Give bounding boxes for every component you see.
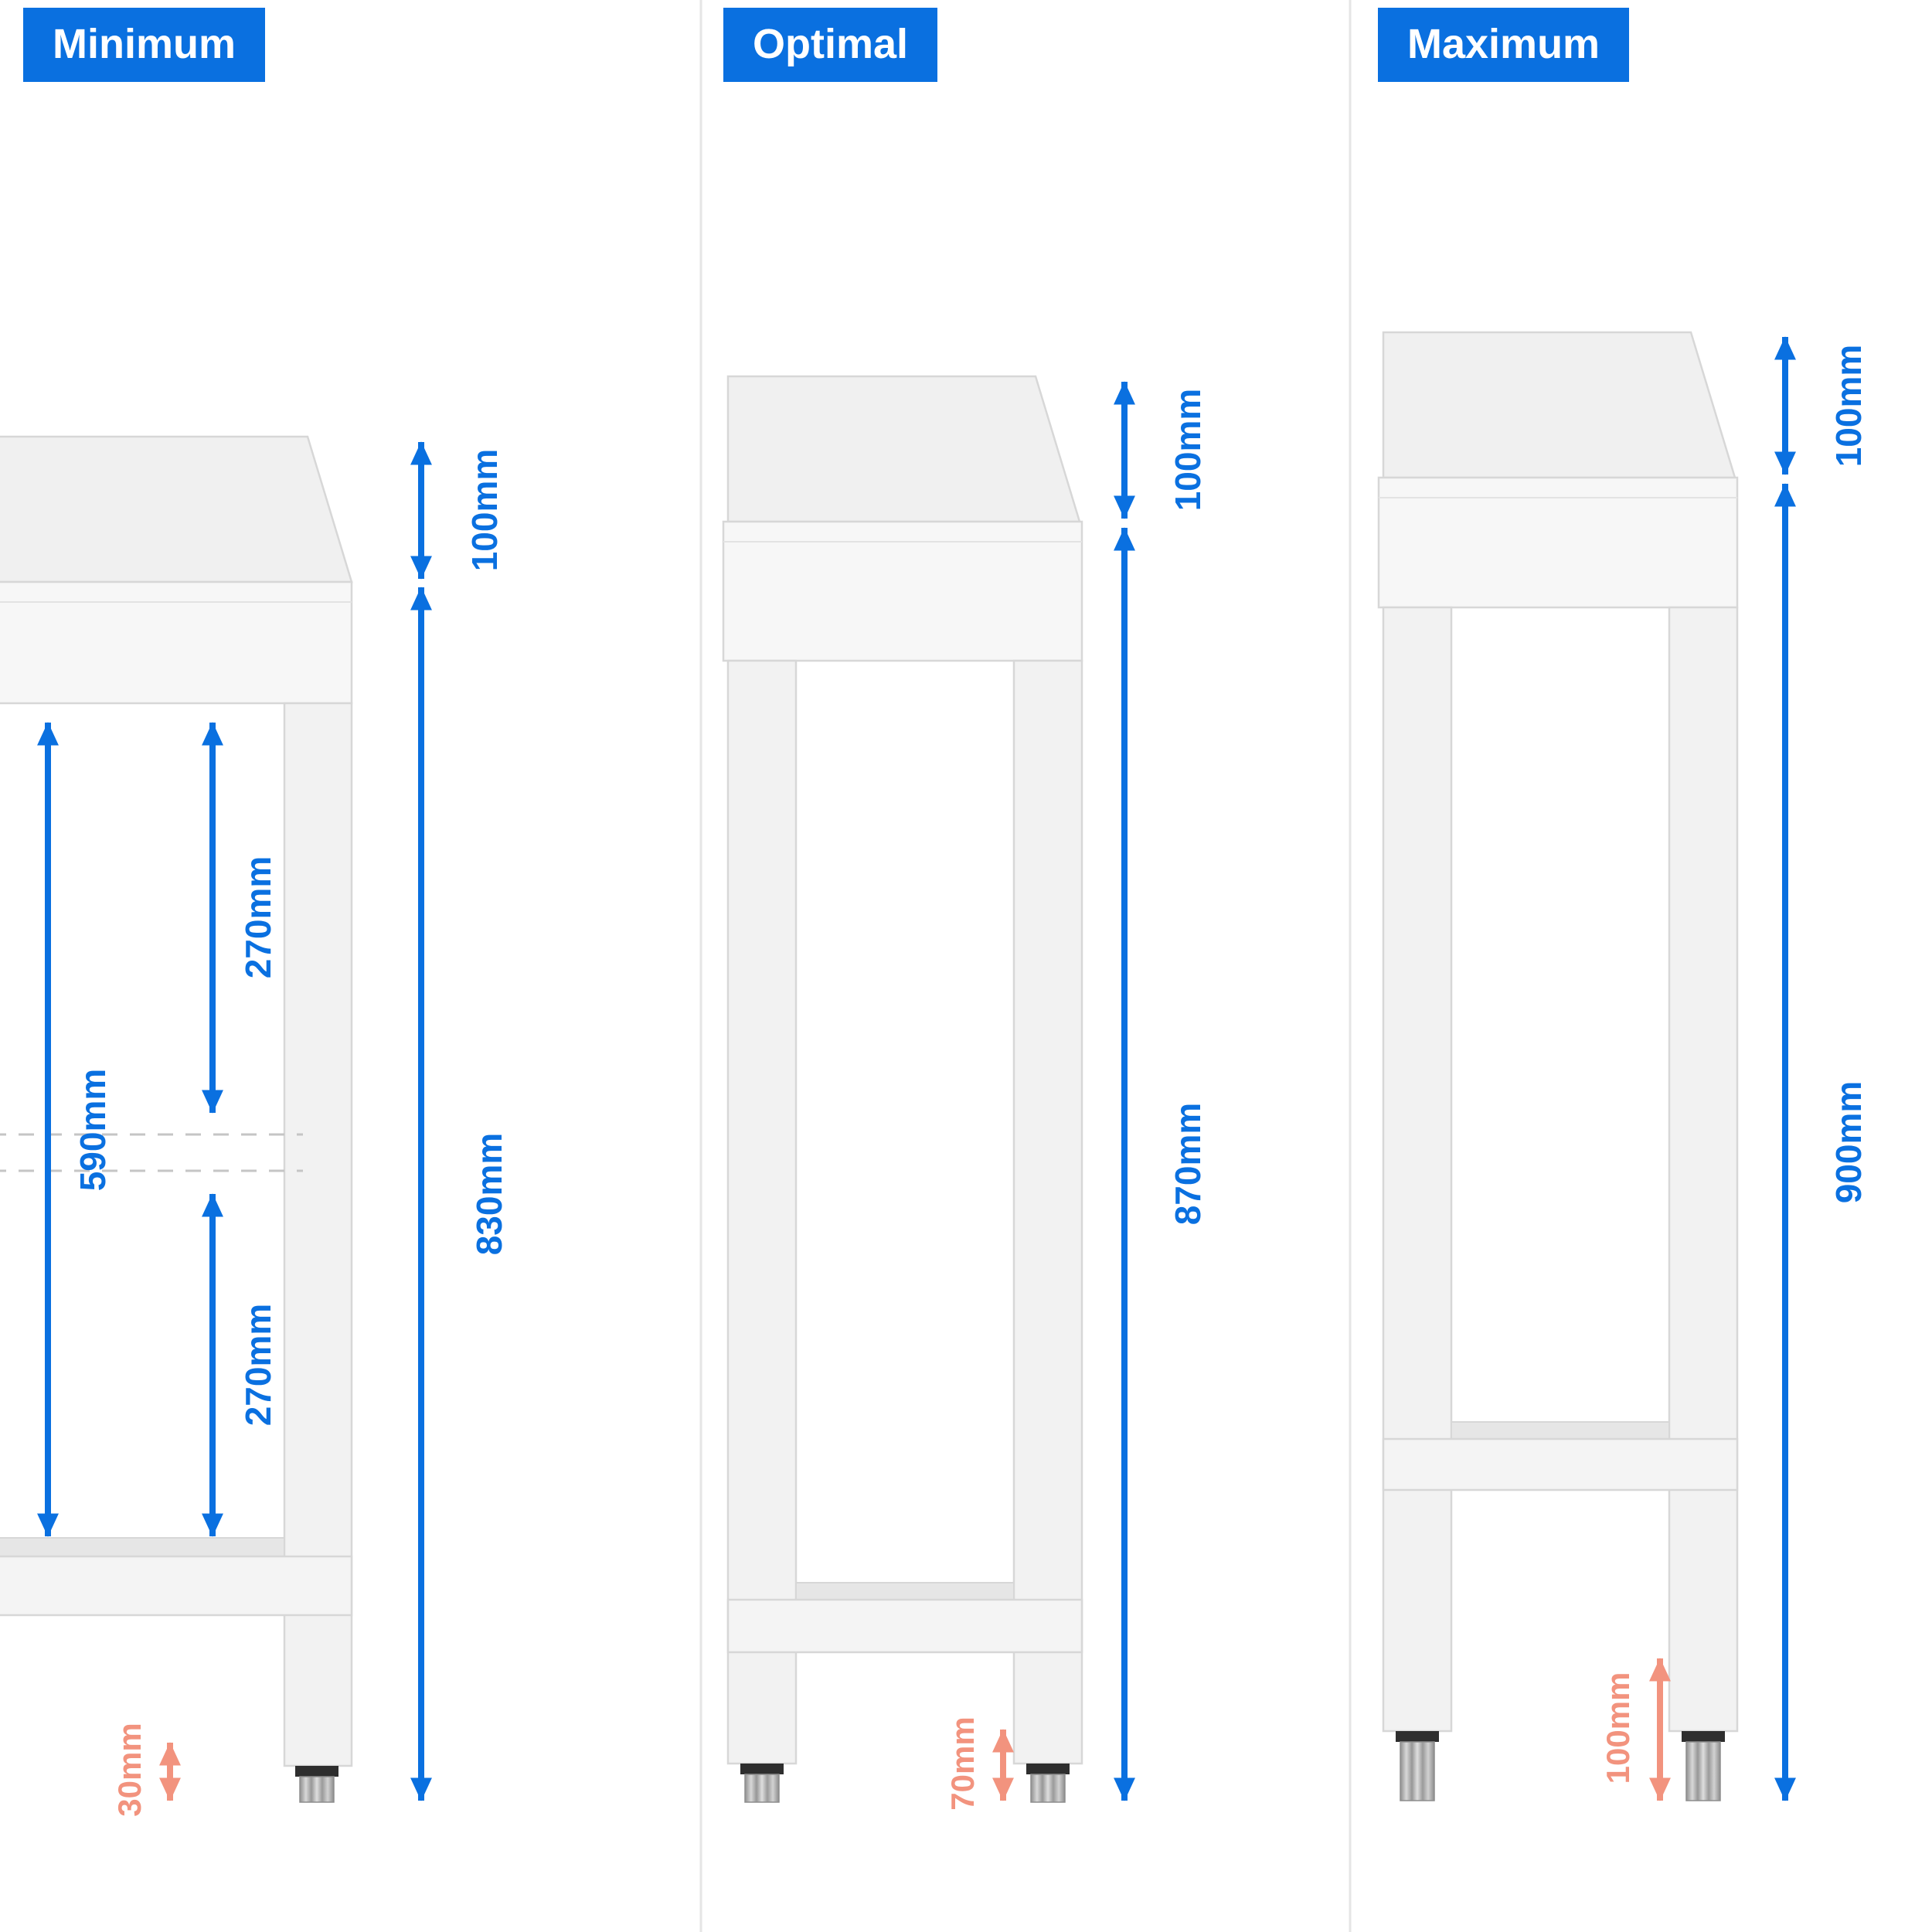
- panel-title-optimal: Optimal: [753, 21, 909, 67]
- dim-label-total-maximum: 900mm: [1828, 1080, 1869, 1204]
- shelf-surface-maximum: [1451, 1421, 1670, 1440]
- backsplash-minimum: [0, 435, 353, 583]
- shelf-front-optimal: [726, 1598, 1083, 1654]
- front-adjustable-foot-optimal: [1030, 1774, 1066, 1803]
- worktop-optimal: [722, 520, 1083, 662]
- dimension-arrows-maximum: [1649, 336, 1796, 1801]
- rear-adjustable-foot-optimal: [744, 1774, 780, 1803]
- panel-title-minimum: Minimum: [53, 21, 236, 67]
- front-adjustable-foot-maximum: [1685, 1741, 1721, 1801]
- dimension-arrows-optimal: [992, 381, 1135, 1801]
- table-diagram-minimum: [0, 435, 353, 1803]
- dim-label-foot-minimum: 30mm: [111, 1723, 148, 1817]
- adjustable-foot-minimum: [299, 1776, 335, 1803]
- worktop-minimum: [0, 580, 353, 705]
- dim-label-foot-maximum: 100mm: [1600, 1672, 1636, 1784]
- dim-label-backsplash-maximum: 100mm: [1828, 344, 1869, 468]
- shelf-surface-optimal: [795, 1582, 1015, 1600]
- rear-leg-optimal: [726, 659, 798, 1765]
- dim-label-interior-total-minimum: 590mm: [73, 1068, 113, 1192]
- front-leg-maximum: [1668, 606, 1739, 1733]
- dim-label-total-minimum: 830mm: [469, 1132, 509, 1256]
- panel-header-optimal: Optimal: [723, 8, 938, 82]
- front-foot-cap-maximum: [1682, 1731, 1725, 1742]
- front-foot-cap-optimal: [1026, 1764, 1070, 1774]
- rear-foot-cap-maximum: [1396, 1731, 1439, 1742]
- backsplash-optimal: [726, 375, 1081, 523]
- worktop-maximum: [1377, 476, 1739, 609]
- dim-label-interior-upper-minimum: 270mm: [238, 855, 278, 979]
- rear-foot-cap-optimal: [740, 1764, 784, 1774]
- dim-label-interior-lower-minimum: 270mm: [238, 1303, 278, 1427]
- table-diagram-optimal: [722, 375, 1083, 1803]
- panel-header-maximum: Maximum: [1378, 8, 1630, 82]
- panel-header-minimum: Minimum: [23, 8, 265, 82]
- dim-label-total-optimal: 870mm: [1168, 1102, 1208, 1226]
- dimension-arrows-minimum: [37, 441, 432, 1801]
- backsplash-maximum: [1382, 331, 1736, 479]
- dim-label-backsplash-optimal: 100mm: [1168, 388, 1208, 512]
- shelf-front-maximum: [1382, 1437, 1739, 1492]
- rear-leg-maximum: [1382, 606, 1453, 1733]
- dim-label-foot-optimal: 70mm: [944, 1716, 981, 1811]
- shelf-front-minimum: [0, 1555, 353, 1617]
- dim-label-backsplash-minimum: 100mm: [464, 448, 505, 572]
- table-diagram-maximum: [1377, 331, 1739, 1801]
- panel-title-maximum: Maximum: [1407, 21, 1600, 67]
- rear-adjustable-foot-maximum: [1400, 1741, 1435, 1801]
- front-leg-optimal: [1012, 659, 1083, 1765]
- shelf-surface-minimum: [0, 1537, 285, 1557]
- foot-cap-minimum: [295, 1766, 338, 1777]
